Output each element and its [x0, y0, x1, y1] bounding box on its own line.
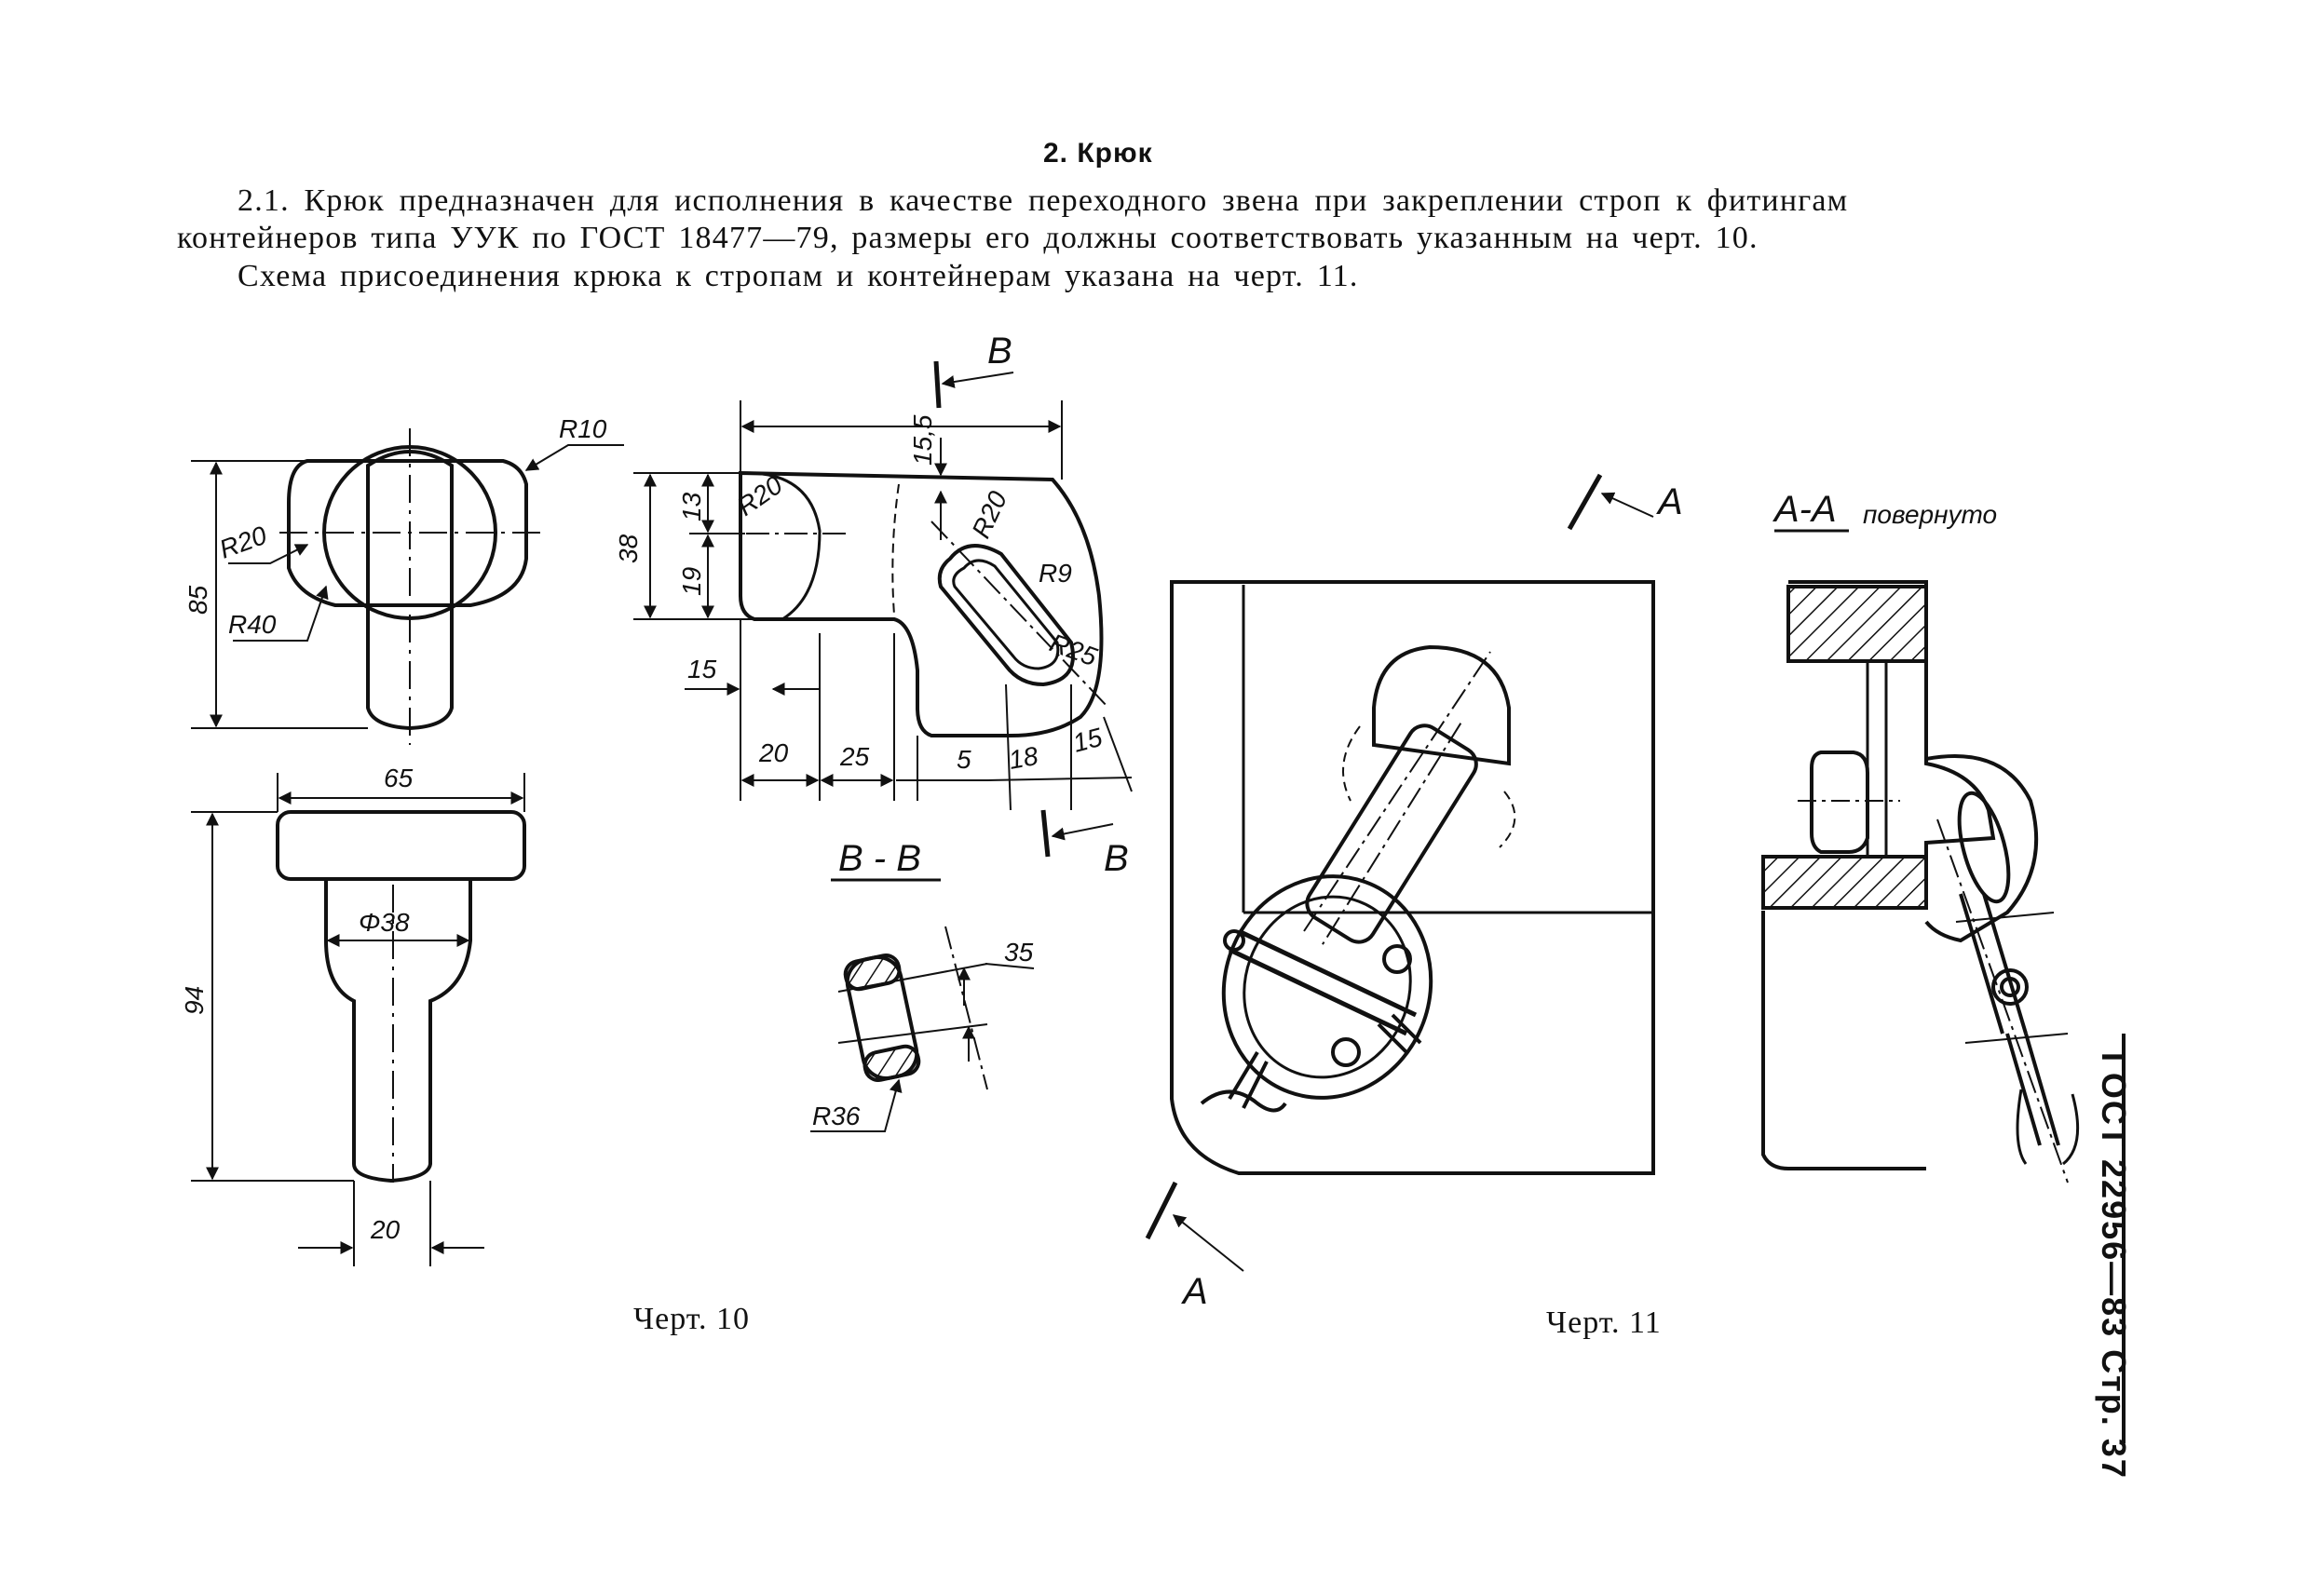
dim-13: 13: [677, 492, 706, 521]
paragraph-line-2: контейнеров типа УУК по ГОСТ 18477—79, р…: [177, 221, 1759, 255]
dim-35: 35: [1004, 938, 1034, 967]
dim-r36: R36: [812, 1102, 861, 1130]
dim-15-left: 15: [687, 655, 717, 683]
dim-r10: R10: [559, 414, 607, 443]
hook-front-view: [191, 428, 624, 745]
paragraph-line-3: Схема присоединения крюка к стропам и ко…: [238, 259, 1359, 293]
hook-bottom-dims: 65 Φ38 94 20: [180, 764, 414, 1244]
dim-5: 5: [957, 745, 971, 774]
dim-r9: R9: [1039, 559, 1072, 588]
section-b-top: B: [987, 331, 1012, 372]
dim-25: 25: [839, 742, 870, 771]
dim-r20-front: R20: [215, 521, 270, 564]
hook-side-view: [633, 400, 1133, 811]
section-a-bottom: A: [1181, 1271, 1208, 1312]
dim-38: 38: [614, 534, 643, 563]
dim-r20-slot: R20: [966, 486, 1012, 542]
dim-r40: R40: [228, 610, 277, 639]
container-assembly: [1170, 580, 1655, 1175]
section-b-markers: [831, 360, 1114, 882]
section-bb-shape: [810, 926, 1035, 1132]
section-a-top: A: [1656, 481, 1683, 522]
paragraph-line-1: 2.1. Крюк предназначен для исполнения в …: [238, 183, 1849, 218]
dim-85: 85: [183, 585, 212, 615]
dim-20: 20: [758, 738, 789, 767]
caption-drawing-11: Черт. 11: [1546, 1305, 1662, 1340]
sidebar-rule: [2122, 1034, 2126, 1443]
dim-19: 19: [677, 567, 706, 596]
section-heading: 2. Крюк: [1043, 138, 1153, 169]
section-aa-shape: [1761, 580, 2080, 1183]
section-bb-label: B - B: [838, 838, 921, 879]
dim-20-bottom: 20: [370, 1215, 401, 1244]
section-aa-note: повернуто: [1863, 500, 1997, 529]
section-aa-label: А-А: [1772, 489, 1837, 530]
dim-r25: R25: [1046, 629, 1101, 672]
dim-d38: Φ38: [359, 908, 410, 937]
dim-94: 94: [180, 986, 209, 1015]
section-b-bottom: B: [1104, 838, 1129, 879]
section-a-markers: [1145, 473, 1849, 1272]
hook-bottom-view: [191, 773, 526, 1266]
dim-15-right: 15: [1070, 723, 1107, 758]
caption-drawing-10: Черт. 10: [633, 1302, 751, 1336]
gost-page-reference: ГОСТ 22956—83 Стр. 37: [2095, 1052, 2133, 1480]
dim-65: 65: [384, 764, 414, 792]
dim-15-5: 15,5: [908, 414, 937, 466]
dim-18: 18: [1007, 741, 1040, 775]
